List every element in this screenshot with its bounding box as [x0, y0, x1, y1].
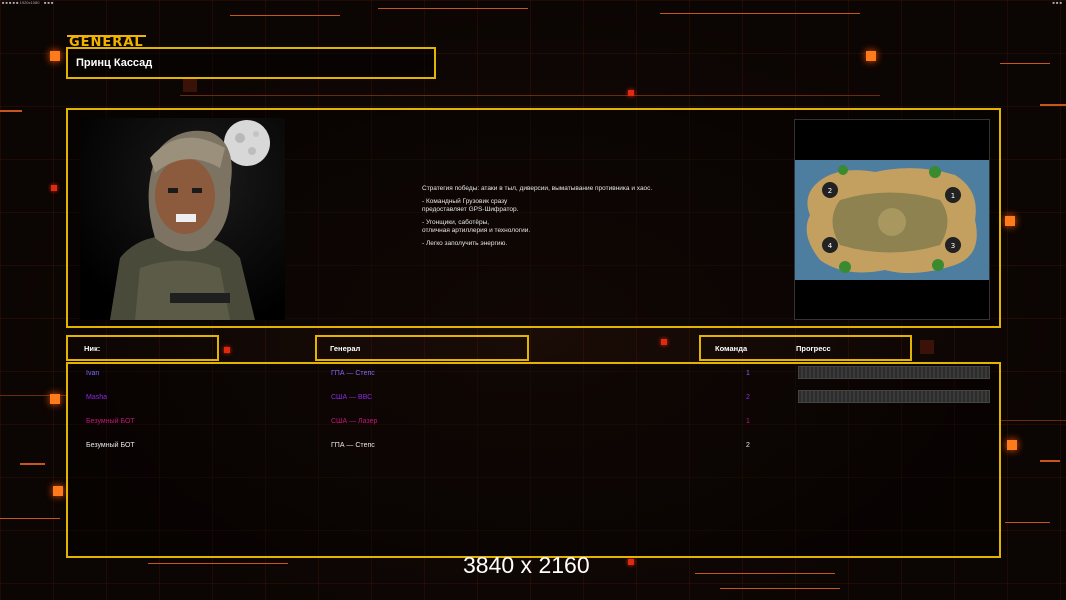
map-preview[interactable]: 1 2 3 4 — [794, 119, 990, 320]
deco-line — [1040, 460, 1060, 462]
deco-square — [920, 340, 934, 354]
map-marker: 4 — [828, 242, 833, 250]
player-team: 2 — [746, 394, 750, 401]
resolution-watermark: 3840 x 2160 — [463, 552, 590, 578]
general-name: Принц Кассад — [76, 57, 153, 69]
deco-line — [720, 588, 840, 589]
deco-square — [628, 90, 634, 96]
loading-progress-bar — [798, 366, 990, 379]
header-team-progress: Команда Прогресс — [699, 335, 912, 361]
player-nick: Безумный БОТ — [86, 418, 135, 425]
deco-line — [0, 110, 22, 112]
deco-line — [180, 95, 880, 96]
deco-line — [1000, 63, 1050, 64]
player-row[interactable]: Безумный БОТ США — Лазер 1 — [68, 412, 999, 436]
header-progress-label: Прогресс — [796, 344, 831, 353]
map-base — [822, 237, 838, 253]
deco-line — [0, 395, 66, 396]
status-left: ■ ■ ■ ■ ■ 1920x1080 — [2, 0, 40, 5]
player-nick: Безумный БОТ — [86, 442, 135, 449]
map-marker: 1 — [951, 192, 955, 200]
player-row[interactable]: Безумный БОТ ГПА — Степс 2 — [68, 436, 999, 460]
map-base — [822, 182, 838, 198]
deco-square — [1005, 216, 1015, 226]
header-general-label: Генерал — [330, 344, 361, 353]
loading-progress-bar — [798, 390, 990, 403]
map-base — [945, 187, 961, 203]
player-general: ГПА — Степс — [331, 442, 375, 449]
header-team-label: Команда — [715, 344, 748, 353]
deco-square — [661, 339, 667, 345]
player-team: 1 — [746, 418, 750, 425]
general-name-box: Принц Кассад — [66, 47, 436, 79]
deco-line — [1001, 420, 1066, 421]
general-portrait — [80, 118, 285, 320]
deco-line — [1005, 522, 1050, 523]
deco-line — [0, 518, 60, 519]
header-nick: Ник: — [66, 335, 219, 361]
player-nick: Ivan — [86, 370, 100, 377]
deco-square — [1007, 440, 1017, 450]
status-right: ■ ■ ■ — [1052, 0, 1062, 5]
strategy-line: - Легко заполучить энергию. — [422, 240, 508, 247]
deco-square — [50, 394, 60, 404]
strategy-line: - Угонщики, саботёры, отличная артиллери… — [422, 219, 531, 234]
deco-line — [378, 8, 528, 9]
player-list: Ivan ГПА — Степс 1 Masha США — ВВС 2 Без… — [66, 362, 1001, 558]
map-marker: 3 — [951, 242, 955, 250]
player-general: США — Лазер — [331, 418, 378, 425]
deco-square — [224, 347, 230, 353]
general-logo: GENERAL — [67, 35, 146, 50]
deco-line — [660, 13, 860, 14]
deco-square — [866, 51, 876, 61]
map-image: 1 2 3 4 — [795, 160, 989, 280]
deco-line — [695, 573, 835, 574]
map-marker: 2 — [828, 187, 832, 195]
system-status-bar: ■ ■ ■ ■ ■ 1920x1080 ■ ■ ■ ■ ■ ■ — [0, 0, 1066, 6]
player-general: США — ВВС — [331, 394, 373, 401]
deco-line — [148, 563, 288, 564]
player-row[interactable]: Masha США — ВВС 2 — [68, 388, 999, 412]
deco-square — [51, 185, 57, 191]
strategy-line: Стратегия победы: атаки в тыл, диверсии,… — [422, 185, 653, 192]
player-row[interactable]: Ivan ГПА — Степс 1 — [68, 364, 999, 388]
deco-square — [183, 78, 197, 92]
deco-square — [628, 559, 634, 565]
player-nick: Masha — [86, 394, 108, 401]
deco-line — [20, 463, 45, 465]
deco-square — [50, 51, 60, 61]
header-nick-label: Ник: — [84, 344, 101, 353]
moon-icon — [224, 120, 270, 166]
map-base — [945, 237, 961, 253]
deco-line — [1040, 104, 1066, 106]
status-mid: ■ ■ ■ — [44, 0, 54, 5]
player-team: 2 — [746, 442, 750, 449]
strategy-description: Стратегия победы: атаки в тыл, диверсии,… — [422, 185, 722, 253]
deco-line — [230, 15, 340, 16]
header-general: Генерал — [315, 335, 529, 361]
deco-square — [53, 486, 63, 496]
player-team: 1 — [746, 370, 750, 377]
player-general: ГПА — Степс — [331, 370, 375, 377]
strategy-line: - Командный Грузовик сразу предоставляет… — [422, 198, 519, 213]
